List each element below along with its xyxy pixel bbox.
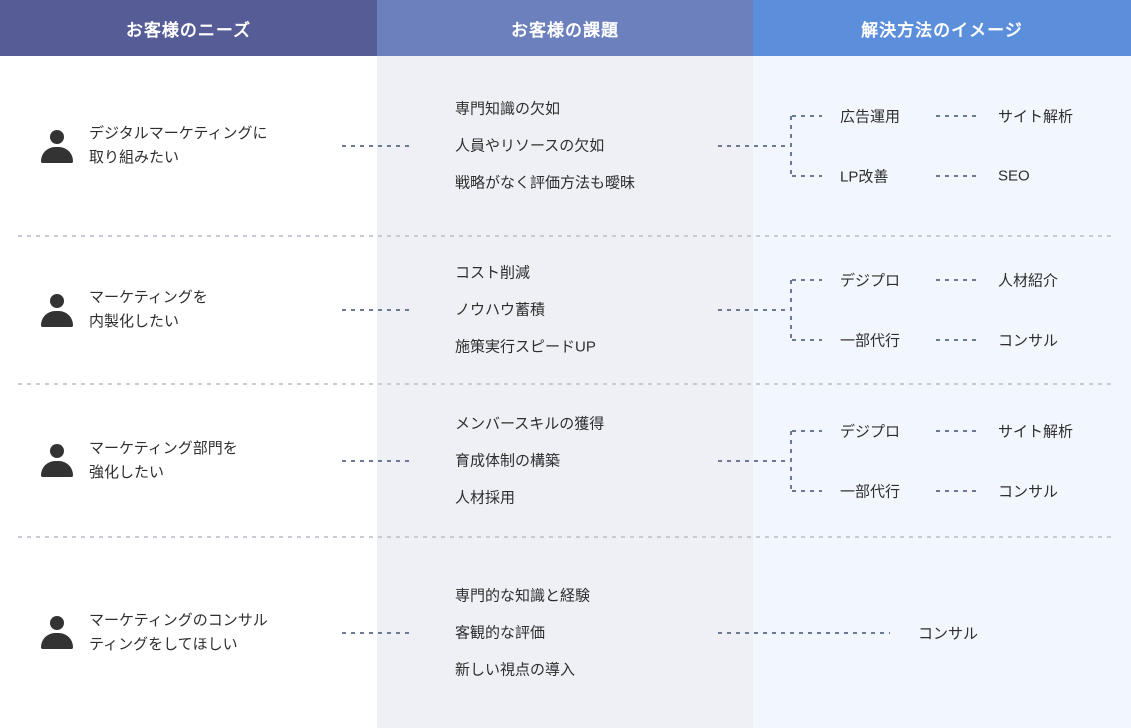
- row-divider: [18, 536, 1113, 538]
- row-divider: [18, 235, 1113, 237]
- need-line: 内製化したい: [89, 313, 180, 330]
- solution-label: LP改善: [840, 168, 889, 186]
- need-line: デジタルマーケティングに: [89, 125, 268, 142]
- dotted-connector: [342, 145, 412, 147]
- dotted-connector: [342, 459, 412, 462]
- header-customer-issues: お客様の課題: [377, 0, 753, 56]
- issue-item: 戦略がなく評価方法も曖昧: [455, 174, 636, 192]
- dotted-bracket: [790, 280, 792, 341]
- issue-item: 育成体制の構築: [455, 452, 561, 469]
- dotted-connector: [936, 279, 978, 281]
- header-customer-needs: お客様のニーズ: [0, 0, 377, 56]
- dotted-connector: [718, 309, 790, 311]
- solution-label: コンサル: [998, 483, 1059, 500]
- issue-item: コスト削減: [455, 264, 531, 282]
- dotted-connector: [718, 145, 790, 147]
- dotted-branch: [792, 489, 822, 492]
- solution-label: 人材紹介: [998, 272, 1059, 290]
- row-strengthen-dept: マーケティング部門を 強化したい メンバースキルの獲得 育成体制の構築 人材採用…: [0, 384, 1131, 538]
- header-row: お客様のニーズ お客様の課題 解決方法のイメージ: [0, 0, 1131, 56]
- need-text: マーケティングのコンサル ティングをしてほしい: [89, 609, 268, 657]
- issue-item: メンバースキルの獲得: [455, 415, 605, 432]
- dotted-connector: [936, 339, 978, 341]
- solution-label: コンサル: [998, 332, 1059, 350]
- diagram-body: デジタルマーケティングに 取り組みたい 専門知識の欠如 人員やリソースの欠如 戦…: [0, 56, 1131, 728]
- dotted-branch: [792, 175, 822, 177]
- dotted-branch: [792, 279, 822, 281]
- dotted-bracket: [790, 430, 792, 492]
- solution-label: サイト解析: [998, 108, 1074, 126]
- dotted-connector: [936, 115, 978, 117]
- need-item: デジタルマーケティングに 取り組みたい: [40, 122, 268, 170]
- dotted-branch: [792, 429, 822, 432]
- need-text: マーケティングを 内製化したい: [89, 286, 208, 334]
- row-consulting: マーケティングのコンサル ティングをしてほしい 専門的な知識と経験 客観的な評価…: [0, 537, 1131, 728]
- issue-item: 施策実行スピードUP: [455, 338, 596, 356]
- issues-list: 専門的な知識と経験 客観的な評価 新しい視点の導入: [455, 577, 590, 688]
- issue-item: 人材採用: [455, 489, 516, 506]
- need-text: デジタルマーケティングに 取り組みたい: [89, 122, 268, 170]
- header-solution-image: 解決方法のイメージ: [753, 0, 1131, 56]
- solution-label: 一部代行: [840, 332, 901, 350]
- need-item: マーケティングを 内製化したい: [40, 286, 208, 334]
- need-line: マーケティングのコンサル: [89, 611, 268, 629]
- issues-list: コスト削減 ノウハウ蓄積 施策実行スピードUP: [455, 255, 596, 366]
- dotted-connector: [936, 175, 978, 177]
- solution-label: 一部代行: [840, 483, 901, 500]
- dotted-bracket: [790, 116, 792, 177]
- dotted-connector: [718, 631, 890, 634]
- solution-label: サイト解析: [998, 423, 1074, 440]
- need-line: 強化したい: [89, 463, 165, 481]
- dotted-connector: [718, 459, 790, 462]
- person-icon: [40, 130, 74, 163]
- issue-item: 人員やリソースの欠如: [455, 137, 605, 155]
- issues-list: 専門知識の欠如 人員やリソースの欠如 戦略がなく評価方法も曖昧: [455, 91, 635, 202]
- person-icon: [40, 616, 74, 649]
- row-divider: [18, 383, 1113, 385]
- issue-item: 専門知識の欠如: [455, 100, 561, 118]
- row-insourcing: マーケティングを 内製化したい コスト削減 ノウハウ蓄積 施策実行スピードUP …: [0, 236, 1131, 385]
- need-line: ティングをしてほしい: [89, 635, 238, 653]
- dotted-branch: [792, 339, 822, 341]
- row-digital-marketing: デジタルマーケティングに 取り組みたい 専門知識の欠如 人員やリソースの欠如 戦…: [0, 56, 1131, 237]
- issue-item: ノウハウ蓄積: [455, 301, 546, 319]
- solution-label: デジプロ: [840, 423, 901, 440]
- need-line: マーケティング部門を: [89, 439, 238, 457]
- need-item: マーケティング部門を 強化したい: [40, 437, 238, 485]
- dotted-branch: [792, 115, 822, 117]
- need-text: マーケティング部門を 強化したい: [89, 437, 238, 485]
- person-icon: [40, 444, 74, 477]
- dotted-connector: [936, 489, 978, 492]
- need-line: 取り組みたい: [89, 149, 180, 166]
- solution-label: デジプロ: [840, 272, 901, 290]
- solution-label: 広告運用: [840, 108, 901, 126]
- need-item: マーケティングのコンサル ティングをしてほしい: [40, 609, 268, 657]
- dotted-connector: [342, 309, 412, 311]
- solution-label: コンサル: [918, 625, 979, 642]
- issue-item: 専門的な知識と経験: [455, 587, 591, 604]
- issues-list: メンバースキルの獲得 育成体制の構築 人材採用: [455, 405, 604, 516]
- issue-item: 新しい視点の導入: [455, 661, 576, 678]
- dotted-connector: [342, 631, 412, 634]
- need-line: マーケティングを: [89, 289, 208, 306]
- issue-item: 客観的な評価: [455, 624, 546, 641]
- person-icon: [40, 294, 74, 327]
- dotted-connector: [936, 429, 978, 432]
- solution-label: SEO: [998, 167, 1030, 185]
